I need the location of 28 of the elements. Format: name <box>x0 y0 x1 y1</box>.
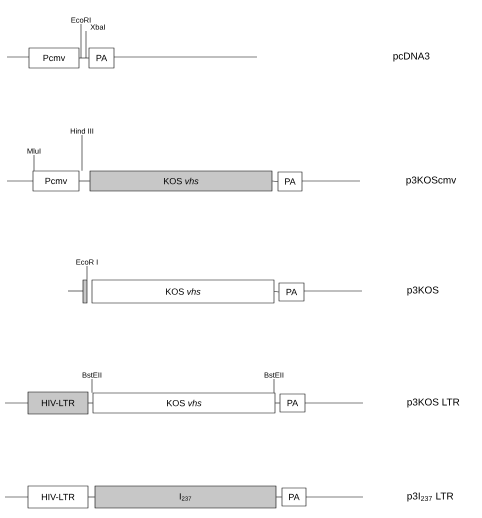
construct-name: pcDNA3 <box>393 52 430 62</box>
construct-name: p3KOScmv <box>406 176 456 186</box>
gene-box: PA <box>278 172 302 192</box>
gene-box: HIV-LTR <box>28 486 88 508</box>
backbone-line <box>272 180 278 182</box>
gene-box: PA <box>280 394 306 412</box>
site-marker <box>86 266 88 280</box>
gene-box: Pcmv <box>32 170 80 192</box>
gene-box: PA <box>282 488 306 506</box>
gene-box: KOS vhs <box>92 280 274 304</box>
gene-box: HIV-LTR <box>28 392 88 414</box>
backbone-line <box>276 496 282 498</box>
site-marker <box>80 24 82 58</box>
backbone-line <box>274 291 279 292</box>
gene-box: I$_{237}$ <box>94 486 276 508</box>
backbone-line <box>88 402 93 404</box>
gene-box: PA <box>88 48 114 68</box>
backbone-line <box>275 402 280 404</box>
gene-box: KOS vhs <box>90 170 272 192</box>
gene-box: Pcmv <box>28 48 80 68</box>
gene-box: KOS vhs <box>92 392 276 414</box>
construct-name: p3KOS LTR <box>407 398 460 408</box>
gene-box: PA <box>278 282 304 302</box>
backbone-line <box>88 496 95 498</box>
linker-bar <box>82 280 88 304</box>
construct-name: p3I$_{237}$ LTR <box>407 492 454 502</box>
backbone-line <box>79 180 90 182</box>
construct-name: p3KOS <box>407 286 438 296</box>
